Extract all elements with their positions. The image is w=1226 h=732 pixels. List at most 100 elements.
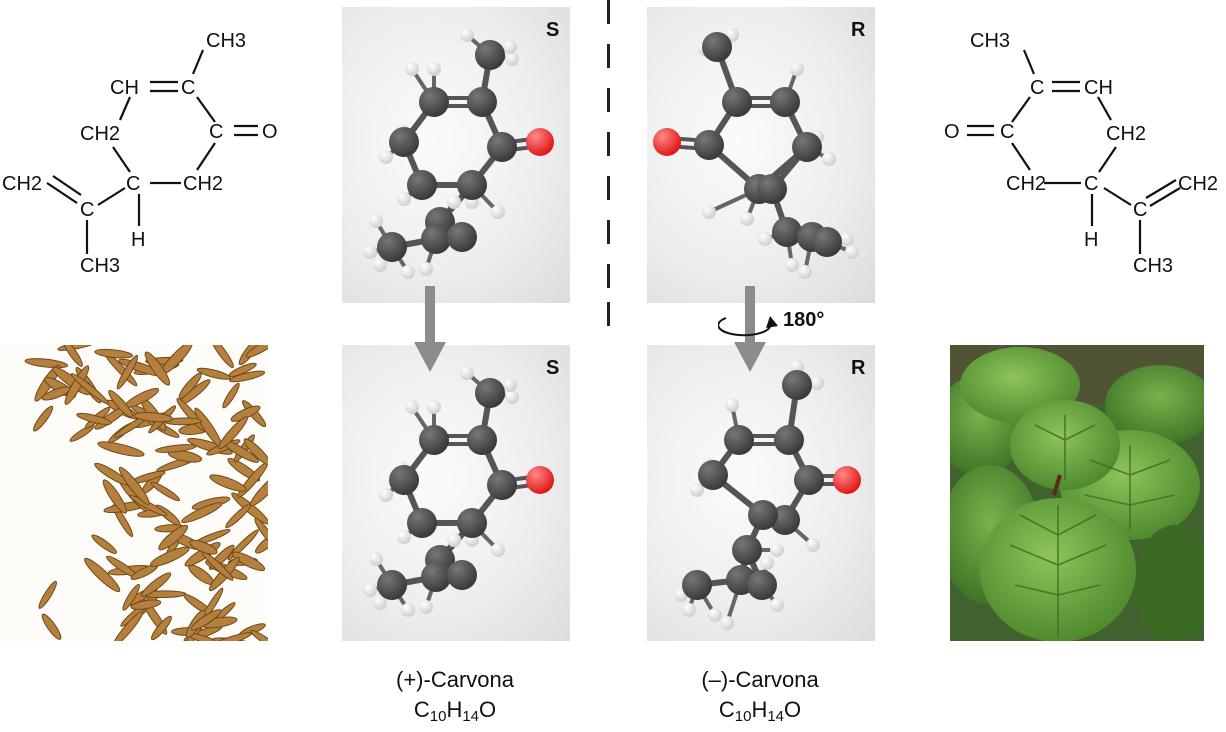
right-structural-formula: CH3 C CH O C CH2 CH2 C C CH2 H CH3 [926,0,1226,300]
rotation-arrow-icon [718,316,778,337]
hydrogen-atom [401,603,415,617]
carbon-atom [794,465,824,495]
hydrogen-atom [405,62,419,76]
hydrogen-atom [369,552,383,566]
seed [76,412,112,425]
hydrogen-atom [770,543,784,557]
hydrogen-atom [491,205,505,219]
left-structural-formula: CH3 CH C C O CH2 C CH2 CH2 C H CH3 [0,0,300,300]
atom-ch3-top: CH3 [206,30,246,52]
molecule-panel-top-right: R [647,7,875,303]
carbon-atom [732,535,762,565]
seed [141,572,172,597]
seed [91,534,117,554]
hydrogen-atom [373,258,387,272]
seed [245,345,268,358]
seed [130,599,162,610]
seed [231,551,266,572]
carbon-atom [447,222,477,252]
seed [94,348,133,359]
carbon-atom [407,508,437,538]
atom-h: H [1084,229,1098,251]
atom-c-keto: C [209,121,223,143]
seed [158,524,189,551]
atom-ch: CH [110,77,139,99]
hydrogen-atom [840,232,854,246]
seed [102,479,127,514]
seed [112,504,134,538]
carbon-atom [475,378,505,408]
hydrogen-atom [405,400,419,414]
hydrogen-atom [822,152,836,166]
chirality-label: R [851,19,866,41]
atom-c-db: C [1030,77,1044,99]
hydrogen-atom [363,245,377,259]
compound-name: (–)-Carvona [701,667,819,692]
hydrogen-atom [810,376,824,390]
ball-and-stick-model [363,366,554,617]
carbon-atom [782,370,812,400]
hydrogen-atom [419,262,433,276]
seed [178,372,202,399]
oxygen-atom [526,466,554,494]
hydrogen-atom [379,150,393,164]
carbon-atom [724,425,754,455]
oxygen-atom [526,128,554,156]
carbon-atom [377,232,407,262]
hydrogen-atom [798,265,812,279]
hydrogen-atom [427,62,441,76]
atom-ch2-left: CH2 [80,123,120,145]
carbon-atom [447,560,477,590]
atom-ch2-left: CH2 [1006,173,1046,195]
seed [24,358,69,369]
seed [149,546,190,567]
atom-c-top: C [181,77,195,99]
seed [189,539,218,555]
hydrogen-atom [460,28,474,42]
atom-ch3-bottom: CH3 [80,255,120,277]
hydrogen-atom [363,583,377,597]
seed [150,481,181,502]
hydrogen-atom [491,543,505,557]
seed [108,390,133,418]
hydrogen-atom [758,232,772,246]
seed [144,351,171,386]
hydrogen-atom [708,608,722,622]
oxygen-atom [833,466,861,494]
seed [69,424,95,442]
seed [41,613,62,640]
seed [181,502,223,524]
down-arrow-right [734,286,766,372]
carbon-atom [419,425,449,455]
hydrogen-atom [503,378,517,392]
hydrogen-atom [720,616,734,630]
hydrogen-atom [725,398,739,412]
seed [118,466,150,506]
caption-minus-carvone: (–)-Carvona C10H14O [650,665,870,725]
seed [228,370,266,383]
seed [129,495,168,517]
atom-c-vinyl: C [1133,199,1147,221]
carbon-atom [770,87,800,117]
atom-ch3-top: CH3 [970,30,1010,52]
carbon-atom [457,170,487,200]
caraway-seeds-photo [0,345,268,641]
molecule-panel-top-left: S [342,7,570,303]
carbon-atom [457,508,487,538]
seed [209,632,252,641]
carbon-atom [812,227,842,257]
carbon-atom [487,132,517,162]
carbon-atom [467,425,497,455]
atom-ch2-right: CH2 [183,173,223,195]
hydrogen-atom [419,600,433,614]
oxygen-atom [653,128,681,156]
molecule-panel-bottom-left: S [342,345,570,641]
carbon-atom [389,465,419,495]
carbon-atom [389,127,419,157]
atom-o: O [944,121,960,143]
seed [57,345,99,351]
carbon-atom [774,425,804,455]
atom-c-ring: C [1084,173,1098,195]
hydrogen-atom [770,598,784,612]
carbon-atom [487,470,517,500]
